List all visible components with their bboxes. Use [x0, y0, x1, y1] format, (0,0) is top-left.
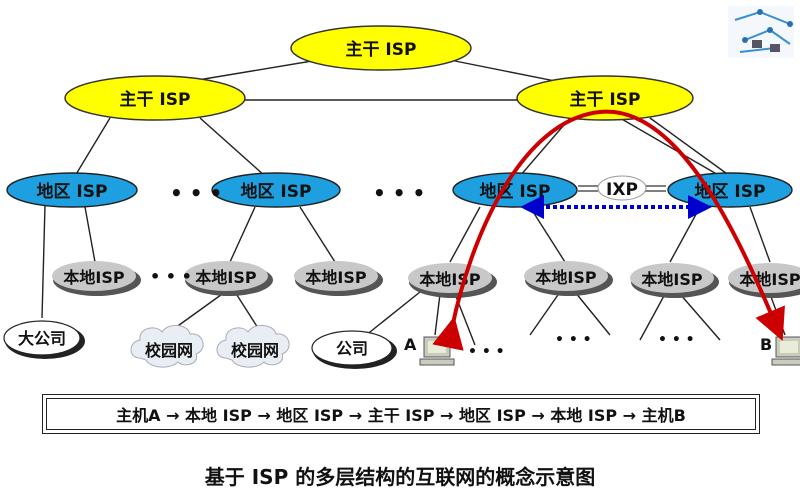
local-isp-node — [408, 263, 492, 293]
regional-isp-label: 地区 ISP — [241, 181, 312, 202]
regional-isp-node — [211, 172, 341, 208]
ellipsis-host-2: • • • — [555, 332, 592, 348]
backbone-isp-label: 主干 ISP — [570, 89, 641, 110]
local-isp-label: 本地ISP — [739, 270, 800, 289]
campus-network-label: 校园网 — [145, 341, 193, 360]
ellipsis-host-3: • • • — [658, 332, 695, 348]
campus-network-label: 校园网 — [231, 341, 279, 360]
regional-isp-node — [6, 172, 138, 208]
local-isp-label: 本地ISP — [305, 268, 366, 287]
local-isp-label: 本地ISP — [535, 268, 596, 287]
local-isp-4: 本地ISP — [408, 263, 497, 298]
backbone-isp-node — [290, 25, 472, 71]
campus-network-1: 校园网 — [130, 325, 204, 368]
local-isp-2: 本地ISP — [184, 261, 273, 296]
local-isp-label: 本地ISP — [195, 268, 256, 287]
route-box: 主机A → 本地 ISP → 地区 ISP → 主干 ISP → 地区 ISP … — [42, 394, 760, 434]
company-node: 公司 — [311, 330, 397, 369]
backbone-isp-node — [64, 75, 246, 121]
local-isp-6: 本地ISP — [630, 263, 719, 298]
local-isp-node — [294, 261, 378, 291]
regional-isp-3: 地区 ISP — [452, 172, 578, 208]
route-text: 主机A → 本地 ISP → 地区 ISP → 主干 ISP → 地区 ISP … — [46, 398, 756, 430]
backbone-isp-left: 主干 ISP — [64, 75, 246, 121]
ellipsis-local: • • • — [150, 267, 192, 286]
regional-isp-1: 地区 ISP — [6, 172, 138, 208]
ellipsis-host-1: • • • — [468, 344, 505, 360]
regional-isp-label: 地区 ISP — [480, 181, 551, 202]
computer-icon — [771, 336, 800, 366]
local-isp-node — [728, 263, 800, 293]
backbone-isp-node — [516, 75, 694, 121]
local-isp-5: 本地ISP — [524, 261, 613, 296]
local-isp-node — [184, 261, 268, 291]
local-isp-node — [52, 261, 136, 291]
local-isp-node — [524, 261, 608, 291]
host-b-label: B — [760, 335, 772, 354]
local-isp-node — [630, 263, 714, 293]
backbone-isp-top: 主干 ISP — [290, 25, 472, 71]
regional-isp-4: 地区 ISP — [667, 172, 793, 208]
company-label: 公司 — [336, 339, 368, 358]
big-company-label: 大公司 — [18, 329, 66, 348]
backbone-isp-label: 主干 ISP — [346, 39, 417, 60]
backbone-isp-right: 主干 ISP — [516, 75, 694, 121]
big-company-node: 大公司 — [3, 320, 85, 359]
host-b: B — [760, 335, 800, 366]
local-isp-3: 本地ISP — [294, 261, 383, 296]
computer-icon — [419, 336, 455, 366]
host-a: A — [404, 335, 455, 366]
network-logo-icon — [728, 6, 794, 58]
ellipsis-regional-2: • • • — [373, 181, 425, 205]
route-arrow — [432, 109, 785, 351]
campus-network-2: 校园网 — [216, 325, 290, 368]
ixp-label: IXP — [606, 180, 638, 200]
host-a-label: A — [404, 335, 417, 354]
local-isp-label: 本地ISP — [641, 270, 702, 289]
ixp-node: IXP — [597, 175, 647, 201]
regional-isp-label: 地区 ISP — [37, 181, 108, 202]
backbone-isp-label: 主干 ISP — [120, 89, 191, 110]
figure-caption: 基于 ISP 的多层结构的互联网的概念示意图 — [204, 465, 596, 489]
local-isp-1: 本地ISP — [52, 261, 141, 296]
ixp-links — [578, 185, 666, 192]
regional-isp-2: 地区 ISP — [211, 172, 341, 208]
ellipsis-regional-1: • • • — [170, 181, 222, 205]
local-isp-label: 本地ISP — [419, 270, 480, 289]
local-isp-label: 本地ISP — [63, 268, 124, 287]
